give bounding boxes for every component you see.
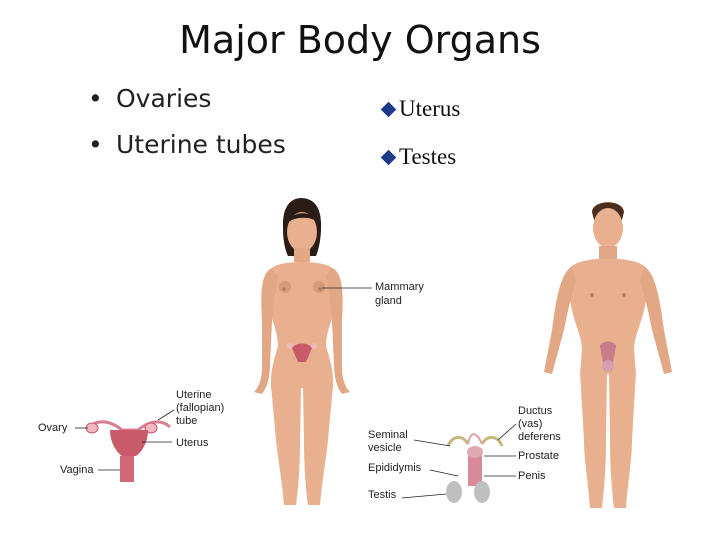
list-item-text: Testes: [399, 144, 457, 169]
list-item: Uterus: [380, 92, 460, 140]
list-item: Testes: [380, 140, 460, 188]
bullet-dot: •: [88, 84, 103, 113]
male-figure: [544, 202, 672, 508]
male-reproductive-inset: [446, 433, 504, 503]
label-ovary: Ovary: [38, 422, 68, 434]
left-bullet-list: • Ovaries • Uterine tubes: [88, 80, 286, 172]
label-ductus-line2: (vas): [518, 418, 542, 430]
label-uterine-tube-line1: Uterine: [176, 389, 211, 401]
list-item: • Uterine tubes: [88, 126, 286, 172]
list-item-text: Uterus: [399, 96, 461, 121]
list-item-text: Ovaries: [116, 84, 212, 113]
label-vagina: Vagina: [60, 464, 94, 476]
label-mammary-line1: Mammary: [375, 281, 424, 293]
label-epididymis: Epididymis: [368, 462, 422, 474]
bullet-dot: •: [88, 130, 103, 159]
list-item: • Ovaries: [88, 80, 286, 126]
list-item-text: Uterine tubes: [116, 130, 286, 159]
label-uterine-tube-line2: (fallopian): [176, 402, 224, 414]
label-seminal-line2: vesicle: [368, 442, 402, 454]
label-uterus: Uterus: [176, 437, 209, 449]
right-bullet-list: Uterus Testes: [380, 92, 460, 188]
label-seminal-line1: Seminal: [368, 429, 408, 441]
label-penis: Penis: [518, 470, 546, 482]
label-testis: Testis: [368, 489, 397, 501]
label-ductus-line1: Ductus: [518, 405, 553, 417]
label-prostate: Prostate: [518, 450, 559, 462]
label-ductus-line3: deferens: [518, 431, 561, 443]
label-uterine-tube-line3: tube: [176, 415, 197, 427]
female-figure: [254, 198, 350, 505]
slide-title: Major Body Organs: [179, 18, 541, 62]
female-reproductive-inset: [85, 420, 172, 482]
label-mammary-line2: gland: [375, 295, 402, 307]
